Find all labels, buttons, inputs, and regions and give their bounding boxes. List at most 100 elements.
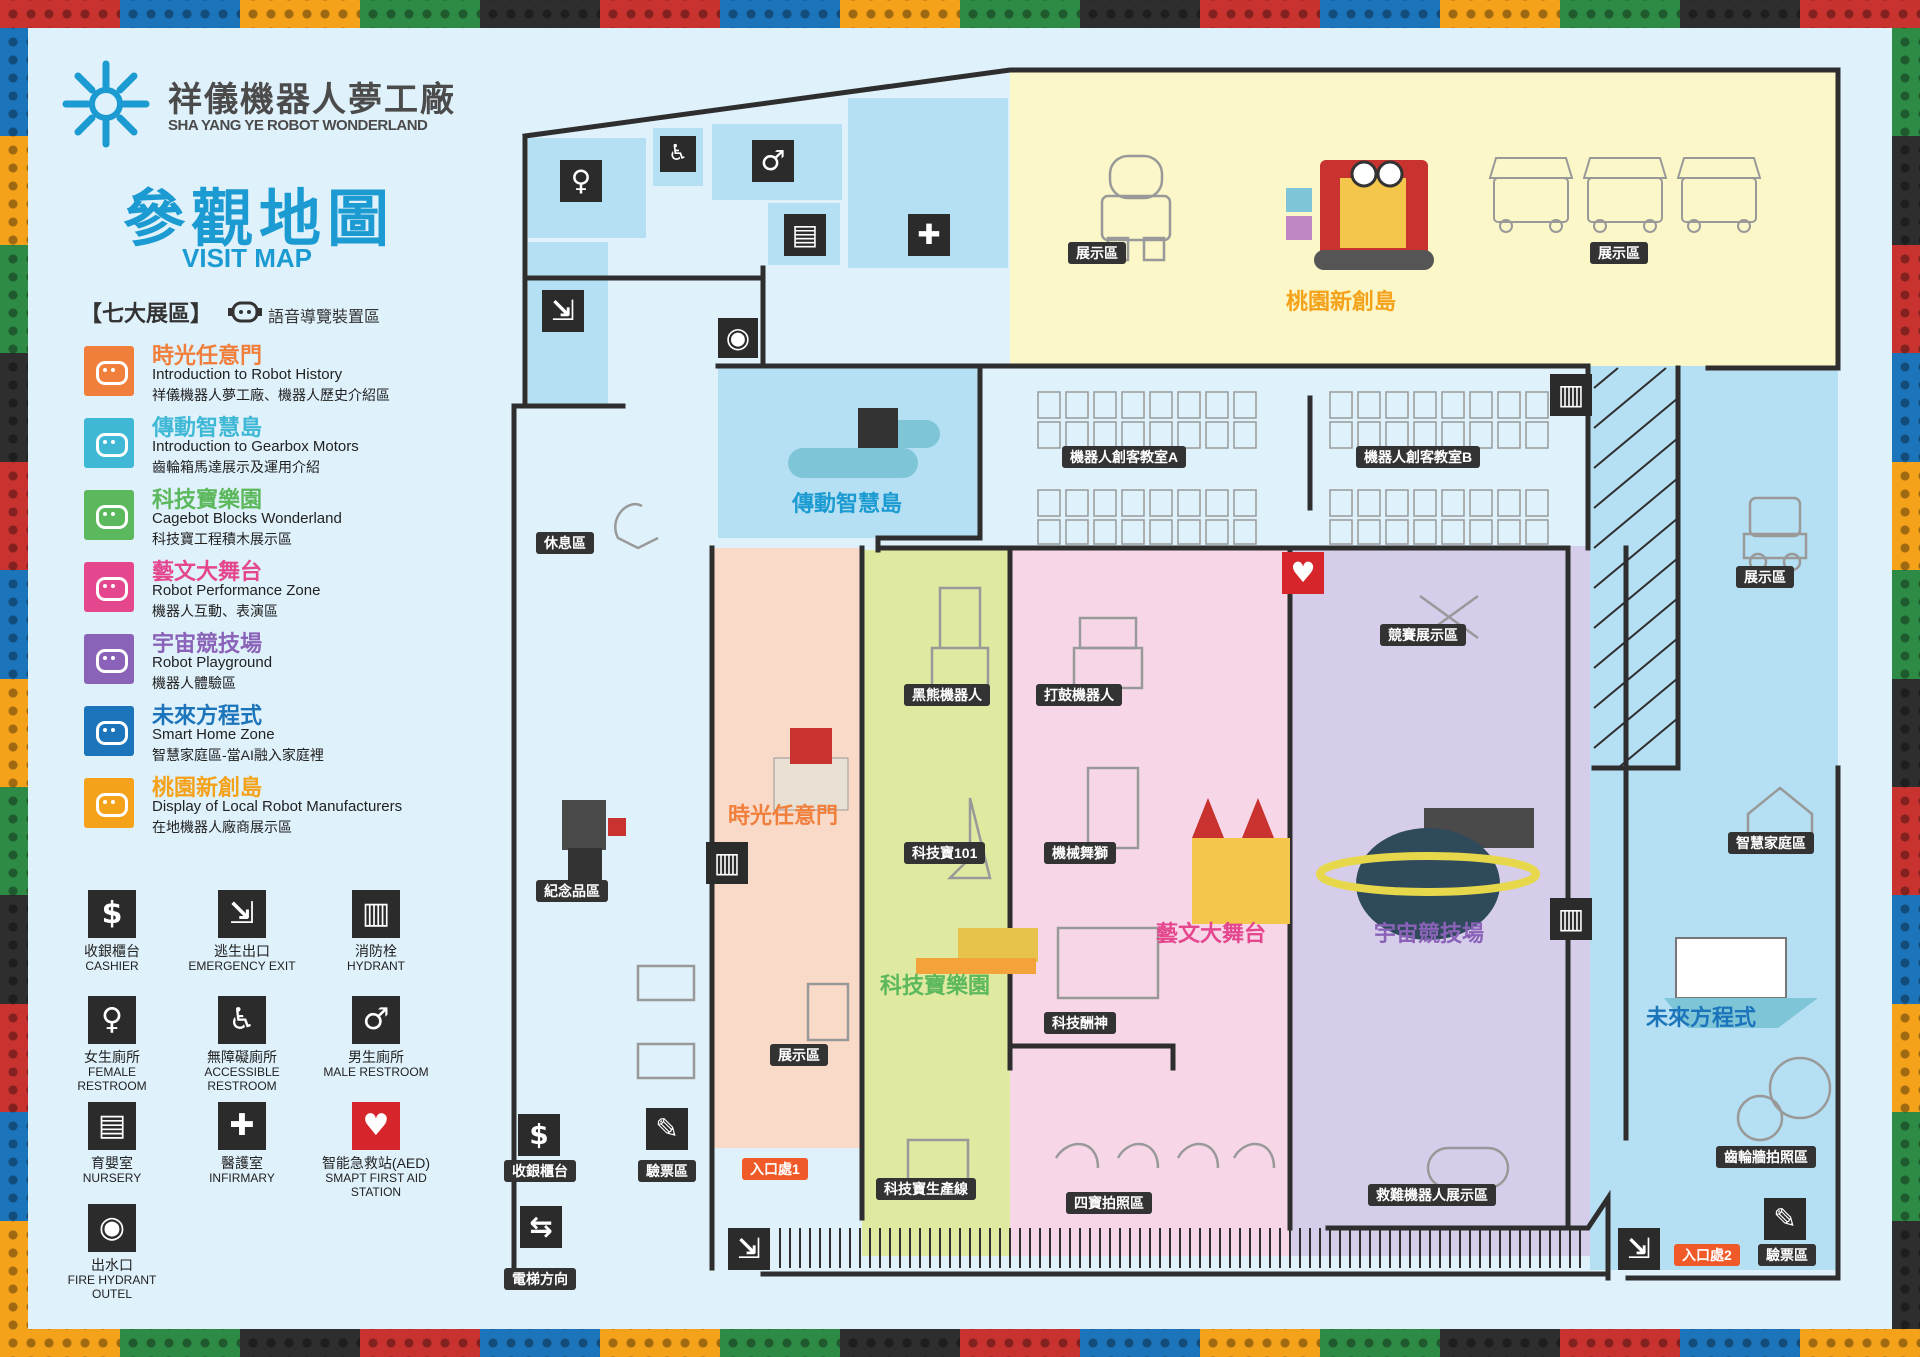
brand-logo-icon [62, 60, 150, 148]
label-elevator-direction: 電梯方向 [504, 1268, 576, 1290]
zone-name: 桃園新創島 [152, 775, 263, 800]
zone-english: Cagebot Blocks Wonderland [152, 510, 342, 527]
brand-name-en: SHA YANG YE ROBOT WONDERLAND [168, 117, 428, 134]
hydrant-icon: ▥ [1550, 898, 1592, 940]
emergency-exit-icon: ⇲ [218, 890, 266, 938]
zone-english: Display of Local Robot Manufacturers [152, 798, 403, 815]
hydrant-icon: ▥ [352, 890, 400, 938]
label-ticket-check: 驗票區 [638, 1160, 696, 1182]
robot-face-icon [84, 346, 134, 396]
symbol-name: 女生廁所 [84, 1049, 140, 1065]
zone-english: Robot Playground [152, 654, 273, 671]
label-exhibit: 展示區 [1590, 242, 1648, 264]
page-subtitle: VISIT MAP [182, 243, 313, 273]
infirmary-icon: ✚ [908, 214, 950, 256]
audio-guide-icon [228, 301, 262, 323]
robot-face-icon [84, 490, 134, 540]
label-entrance-2: 入口處2 [1674, 1244, 1740, 1266]
zone-english: Introduction to Robot History [152, 366, 343, 383]
lego-border-left [0, 28, 28, 1330]
fire-hydrant-outlet-icon: ◉ [718, 318, 758, 358]
symbol-english: EMERGENCY EXIT [188, 959, 296, 973]
zone-description: 機器人互動、表演區 [152, 603, 278, 619]
symbol-english: NURSERY [82, 1171, 142, 1185]
label-production-line: 科技寶生產線 [876, 1178, 976, 1200]
label-souvenir: 紀念品區 [536, 880, 608, 902]
zone-name: 未來方程式 [152, 703, 263, 728]
label-race-exhibit: 競賽展示區 [1380, 624, 1466, 646]
legend-panel: 祥儀機器人夢工廠 SHA YANG YE ROBOT WONDERLAND 參觀… [28, 28, 508, 1329]
label-entrance-1: 入口處1 [742, 1158, 808, 1180]
area-blocks [862, 550, 1010, 1256]
zone-description: 祥儀機器人夢工廠、機器人歷史介紹區 [152, 387, 390, 403]
male-restroom-icon: ♂ [752, 140, 794, 182]
symbol-name: 育嬰室 [91, 1155, 133, 1171]
cashier-icon: $ [88, 890, 136, 938]
symbol-name: 醫護室 [221, 1155, 263, 1171]
symbol-legend-item: ♥智能急救站(AED)SMAPT FIRST AID STATION [316, 1102, 436, 1199]
emergency-exit-icon: ⇲ [542, 290, 584, 332]
ticket-icon: ✎ [646, 1108, 688, 1150]
hydrant-icon: ▥ [706, 842, 748, 884]
label-exhibit: 展示區 [1736, 566, 1794, 588]
zone-title-playground: 宇宙競技場 [1374, 921, 1485, 946]
symbol-english: CASHIER [85, 959, 139, 973]
nursery-icon: ▤ [784, 214, 826, 256]
zone-english: Introduction to Gearbox Motors [152, 438, 359, 455]
zone-title-local: 桃園新創島 [1286, 289, 1397, 314]
label-mechanical-lion: 機械舞獅 [1044, 842, 1116, 864]
emergency-exit-icon: ⇲ [728, 1228, 770, 1270]
label-drum-robot: 打鼓機器人 [1036, 684, 1122, 706]
zone-name: 時光任意門 [152, 343, 263, 368]
symbol-name: 智能急救站(AED) [321, 1155, 431, 1171]
accessible-restroom-icon: ♿ [218, 996, 266, 1044]
area-stairs [1594, 368, 1678, 768]
zone-name: 科技寶樂園 [152, 487, 263, 512]
zone-name: 藝文大舞台 [152, 559, 263, 584]
food-cart-icons [1488, 157, 1762, 233]
symbol-english: MALE RESTROOM [323, 1065, 429, 1079]
symbol-english: INFIRMARY [209, 1171, 275, 1185]
walls [511, 67, 1841, 1281]
symbol-name: 男生廁所 [348, 1049, 404, 1065]
zone-english: Robot Performance Zone [152, 582, 321, 599]
lego-border-right [1892, 28, 1920, 1330]
label-classroom-a: 機器人創客教室A [1062, 446, 1187, 468]
room-staff [848, 98, 1008, 210]
stair-hatch [1593, 367, 1679, 769]
zone-description: 機器人體驗區 [152, 675, 236, 691]
nursery-icon: ▤ [88, 1102, 136, 1150]
zone-name: 傳動智慧島 [152, 415, 263, 440]
zone-description: 智慧家庭區-當AI融入家庭裡 [152, 747, 324, 763]
label-tech-rites: 科技酬神 [1044, 1012, 1116, 1034]
robot-face-icon [84, 562, 134, 612]
male-restroom-icon: ♂ [352, 996, 400, 1044]
label-smart-home: 智慧家庭區 [1728, 832, 1814, 854]
zone-name: 宇宙競技場 [152, 631, 263, 656]
audio-guide-label: 語音導覽裝置區 [268, 309, 381, 326]
label-classroom-b: 機器人創客教室B [1356, 446, 1481, 468]
symbol-name: 無障礙廁所 [207, 1049, 277, 1065]
symbol-english: FEMALE RESTROOM [77, 1065, 147, 1093]
fire-hydrant-outlet-icon: ◉ [88, 1204, 136, 1252]
label-tech101: 科技寶101 [904, 842, 986, 864]
symbol-english: ACCESSIBLE RESTROOM [204, 1065, 280, 1093]
aed-marker [1282, 552, 1324, 594]
symbol-name: 消防栓 [355, 943, 397, 959]
female-restroom-icon: ♀ [560, 160, 602, 202]
zone-description: 科技寶工程積木展示區 [152, 531, 292, 547]
elevator-direction-icon: ⇆ [520, 1206, 562, 1248]
zone-title-history: 時光任意門 [728, 803, 839, 828]
label-photo-zone: 四寶拍照區 [1066, 1192, 1152, 1214]
